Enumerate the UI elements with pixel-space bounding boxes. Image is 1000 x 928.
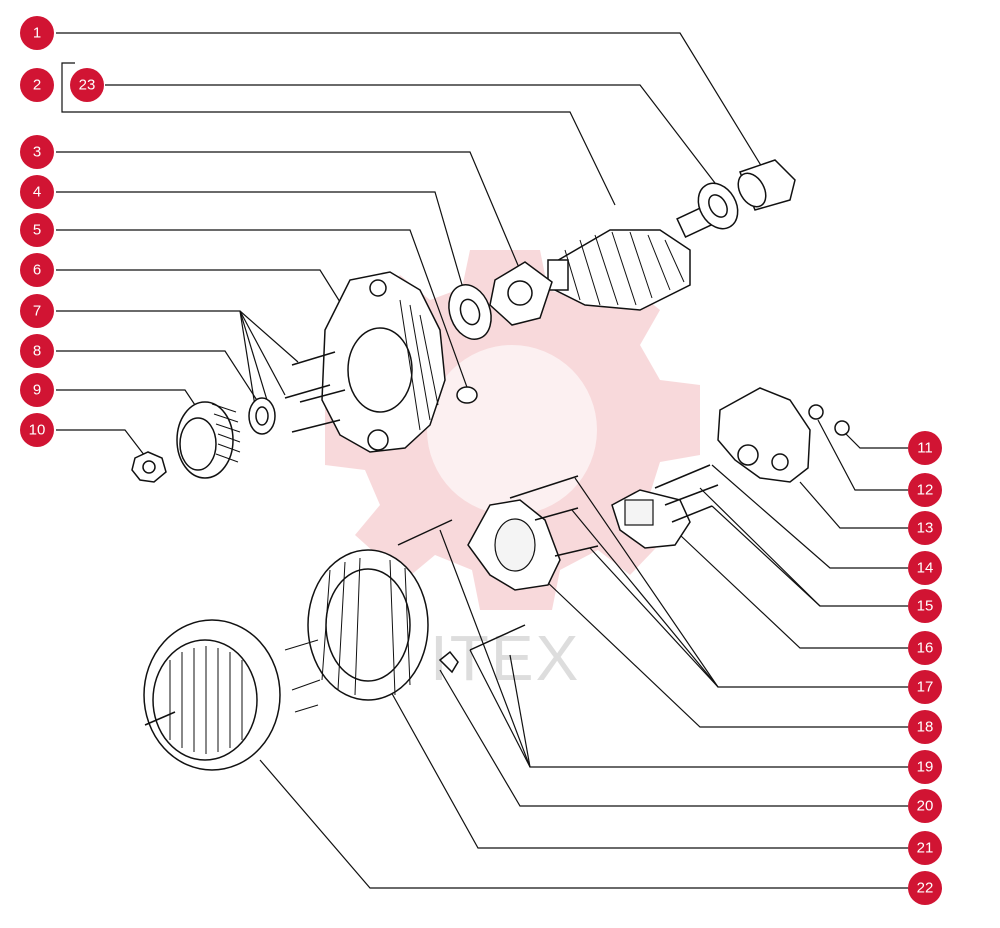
spacer-bush: [456, 386, 478, 404]
svg-text:14: 14: [917, 560, 934, 577]
stator: [143, 619, 321, 771]
callout-21: 21: [908, 831, 942, 865]
long-bolt: [469, 624, 526, 651]
callout-2: 2: [20, 68, 54, 102]
svg-text:11: 11: [917, 440, 933, 457]
svg-text:20: 20: [917, 798, 934, 815]
bearing-plate: [489, 261, 553, 326]
callout-23: 23: [70, 68, 104, 102]
callout-8: 8: [20, 334, 54, 368]
svg-text:16: 16: [917, 640, 934, 657]
rear-housing: [307, 549, 429, 701]
svg-text:4: 4: [33, 184, 41, 201]
pulley-nut: [131, 451, 167, 483]
svg-text:23: 23: [79, 77, 96, 94]
callout-4: 4: [20, 175, 54, 209]
svg-text:13: 13: [917, 520, 934, 537]
callout-11: 11: [908, 431, 942, 465]
rear-bearing: [697, 182, 739, 230]
svg-text:9: 9: [33, 382, 41, 399]
regulator-screws: [654, 464, 719, 523]
callout-1: 1: [20, 16, 54, 50]
svg-text:19: 19: [917, 759, 934, 776]
svg-text:18: 18: [917, 719, 934, 736]
callout-6: 6: [20, 253, 54, 287]
callout-17: 17: [908, 670, 942, 704]
callout-5: 5: [20, 213, 54, 247]
svg-text:5: 5: [33, 222, 41, 239]
callout-14: 14: [908, 551, 942, 585]
rotor: [547, 206, 712, 311]
callout-12: 12: [908, 473, 942, 507]
callout-22: 22: [908, 871, 942, 905]
rectifier: [467, 499, 561, 591]
svg-text:12: 12: [917, 482, 934, 499]
svg-text:15: 15: [917, 598, 934, 615]
callout-18: 18: [908, 710, 942, 744]
callout-20: 20: [908, 789, 942, 823]
callout-3: 3: [20, 135, 54, 169]
svg-text:17: 17: [917, 679, 934, 696]
callouts: 1 2 23 3 4 5 6 7 8 9 10 11 12 13 14 15 1…: [20, 16, 942, 905]
leader-lines: [56, 32, 908, 889]
terminal-clip: [438, 650, 459, 674]
rectifier-screws: [397, 475, 599, 557]
housing-screws: [284, 351, 346, 433]
svg-text:21: 21: [917, 840, 934, 857]
callout-10: 10: [20, 413, 54, 447]
rear-cover: [717, 387, 811, 483]
svg-text:8: 8: [33, 343, 41, 360]
pulley: [176, 401, 241, 479]
cover-nuts: [808, 404, 850, 436]
callout-9: 9: [20, 373, 54, 407]
svg-text:7: 7: [33, 303, 41, 320]
callout-13: 13: [908, 511, 942, 545]
bearing-sleeve: [737, 159, 796, 211]
voltage-regulator: [611, 489, 691, 549]
callout-19: 19: [908, 750, 942, 784]
front-bearing: [448, 284, 492, 340]
svg-text:10: 10: [29, 422, 46, 439]
svg-text:2: 2: [33, 77, 41, 94]
svg-text:1: 1: [33, 25, 41, 42]
svg-text:3: 3: [33, 144, 41, 161]
callout-7: 7: [20, 294, 54, 328]
svg-text:6: 6: [33, 262, 41, 279]
callout-15: 15: [908, 589, 942, 623]
spacer-ring: [248, 397, 276, 435]
svg-text:22: 22: [917, 880, 934, 897]
drive-end-housing: [321, 271, 446, 453]
callout-16: 16: [908, 631, 942, 665]
